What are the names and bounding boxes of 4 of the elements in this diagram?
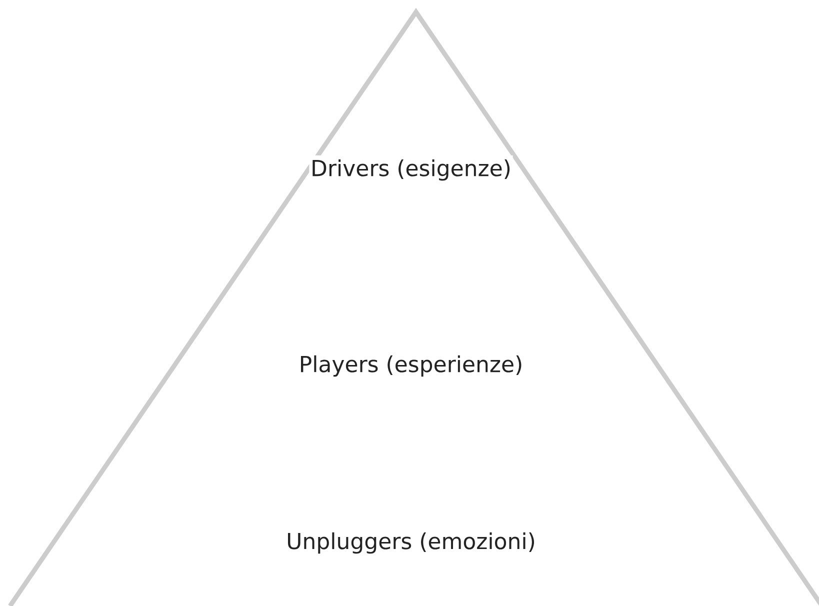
node-label: Unpluggers (emozioni) (288, 532, 534, 554)
node-label: Drivers (esigenze) (312, 159, 510, 181)
node-label: Players (esperienze) (301, 355, 522, 377)
pyramid: Drivers (esigenze) Players (esperienze) Unpluggers (emozioni) (8, 8, 819, 606)
